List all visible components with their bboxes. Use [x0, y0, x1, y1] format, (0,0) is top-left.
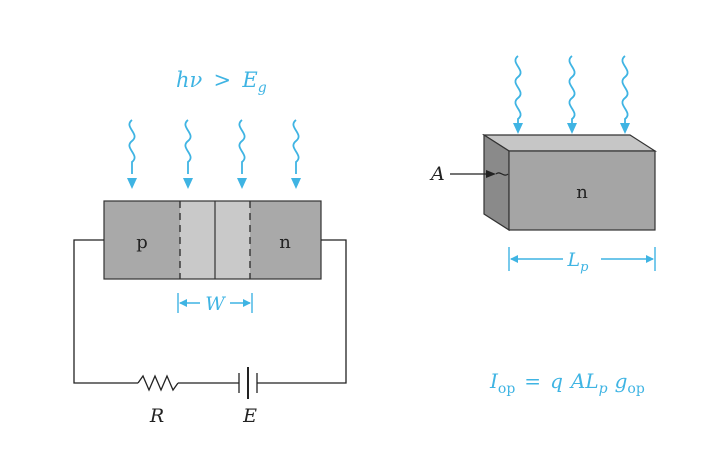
photon-arrow-1 [128, 119, 136, 174]
photon-arrow-2 [184, 119, 192, 174]
external-circuit [73, 239, 347, 399]
resistor [137, 374, 179, 392]
photon-condition-label: hν > Eg [176, 68, 267, 96]
depletion-n-side [215, 201, 250, 279]
pn-junction-device: p n [103, 200, 322, 280]
photon-arrow-5 [514, 55, 522, 125]
photon-arrow-3 [238, 119, 246, 174]
p-region [104, 201, 180, 279]
arrow-head-5 [513, 123, 523, 134]
photon-arrow-7 [621, 55, 629, 125]
n-label-right: n [576, 182, 588, 203]
area-squiggle [495, 172, 509, 176]
resistor-label: R [149, 405, 164, 427]
n-type-bar: n [481, 133, 658, 232]
depletion-p-side [180, 201, 215, 279]
bar-top-face [481, 134, 658, 152]
bar-side-face [483, 133, 510, 232]
p-label: p [136, 232, 148, 253]
arrow-head-2 [183, 178, 193, 189]
wire-left [73, 239, 138, 384]
arrow-head-4 [291, 178, 301, 189]
area-label: A [429, 163, 445, 185]
photocurrent-equation: Iop = q ALp gop [489, 369, 645, 398]
bar-front-face [508, 150, 656, 231]
battery-label: E [242, 405, 257, 427]
photon-arrows-right [514, 55, 629, 125]
length-label: Lp [567, 249, 590, 275]
n-label-left: n [279, 232, 291, 253]
arrow-head-6 [567, 123, 577, 134]
depletion-width-label: W [205, 293, 226, 315]
n-region [250, 201, 321, 279]
length-dimension [508, 247, 656, 271]
photon-arrows-left [128, 119, 300, 174]
photon-arrow-4 [292, 119, 300, 174]
svg-text:hν > Eg: hν > Eg [176, 68, 267, 96]
arrow-head-7 [620, 123, 630, 134]
wire-right [257, 239, 347, 384]
arrow-head-1 [127, 178, 137, 189]
photon-arrow-6 [568, 55, 576, 125]
arrow-head-3 [237, 178, 247, 189]
